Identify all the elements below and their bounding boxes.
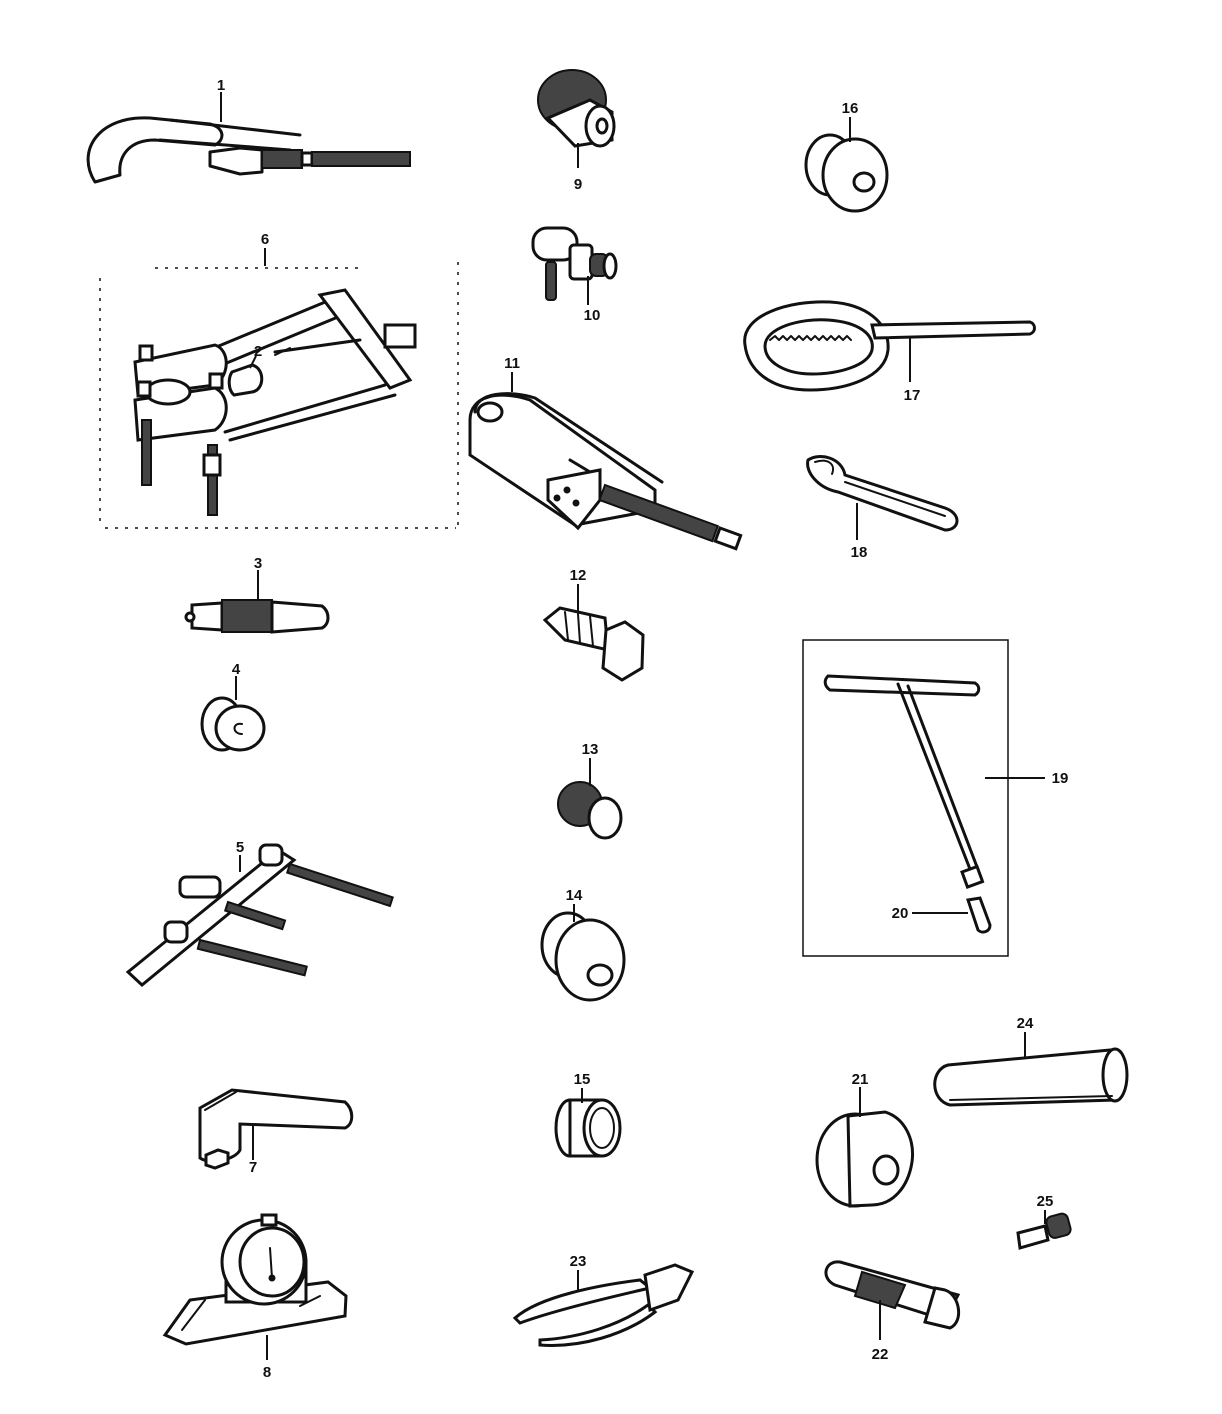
part-19-t-handle (802, 639, 1045, 957)
part-11-yoke-puller (468, 372, 743, 551)
part-15-sleeve (554, 1088, 622, 1158)
label-part-9: 9 (574, 176, 582, 193)
part-14-bushing (540, 904, 626, 1002)
label-part-10: 10 (584, 307, 601, 324)
label-part-8: 8 (263, 1364, 271, 1381)
label-part-16: 16 (842, 100, 859, 117)
part-10-adapter (531, 226, 618, 305)
part-21-driver (815, 1087, 915, 1208)
part-9-knurled-nut (537, 69, 616, 168)
label-part-12: 12 (570, 567, 587, 584)
part-3-driver (184, 570, 330, 634)
part-8-dial-gauge (162, 1213, 348, 1360)
label-part-13: 13 (582, 741, 599, 758)
part-2-adapter (227, 355, 264, 397)
label-part-23: 23 (570, 1253, 587, 1270)
label-part-21: 21 (852, 1071, 869, 1088)
label-part-5: 5 (236, 839, 244, 856)
label-part-11: 11 (504, 355, 520, 372)
part-6-puller-assembly (99, 248, 459, 529)
part-4-collar (200, 676, 266, 752)
part-12-bolt (542, 584, 645, 682)
label-part-6: 6 (261, 231, 269, 248)
part-17-clutch-holder (743, 300, 1036, 392)
label-part-20: 20 (892, 905, 909, 922)
part-16-collar (804, 117, 889, 213)
label-part-19: 19 (1052, 770, 1069, 787)
part-1-hook-puller (86, 92, 411, 184)
part-5-holder (125, 843, 394, 987)
part-7-socket-wrench (198, 1088, 354, 1170)
label-part-3: 3 (254, 555, 262, 572)
part-18-pin-spanner (806, 455, 959, 540)
label-part-15: 15 (574, 1071, 591, 1088)
label-part-7: 7 (249, 1159, 257, 1176)
label-part-22: 22 (872, 1346, 889, 1363)
label-part-4: 4 (232, 661, 241, 678)
part-20-tip (912, 896, 992, 934)
part-25-pin (1016, 1210, 1072, 1250)
part-number-labels: 1 2 3 4 5 6 7 8 9 10 11 12 13 14 15 16 1… (217, 77, 1069, 1381)
part-13-nut (557, 758, 623, 840)
part-23-pliers (512, 1263, 695, 1347)
label-part-2: 2 (254, 343, 262, 360)
label-part-18: 18 (851, 544, 868, 561)
label-part-1: 1 (217, 77, 225, 94)
part-24-tube (933, 1032, 1129, 1107)
label-part-17: 17 (904, 387, 921, 404)
label-part-24: 24 (1017, 1015, 1034, 1032)
part-22-driver-handle (824, 1260, 961, 1340)
label-part-25: 25 (1037, 1193, 1054, 1210)
label-part-14: 14 (566, 887, 583, 904)
